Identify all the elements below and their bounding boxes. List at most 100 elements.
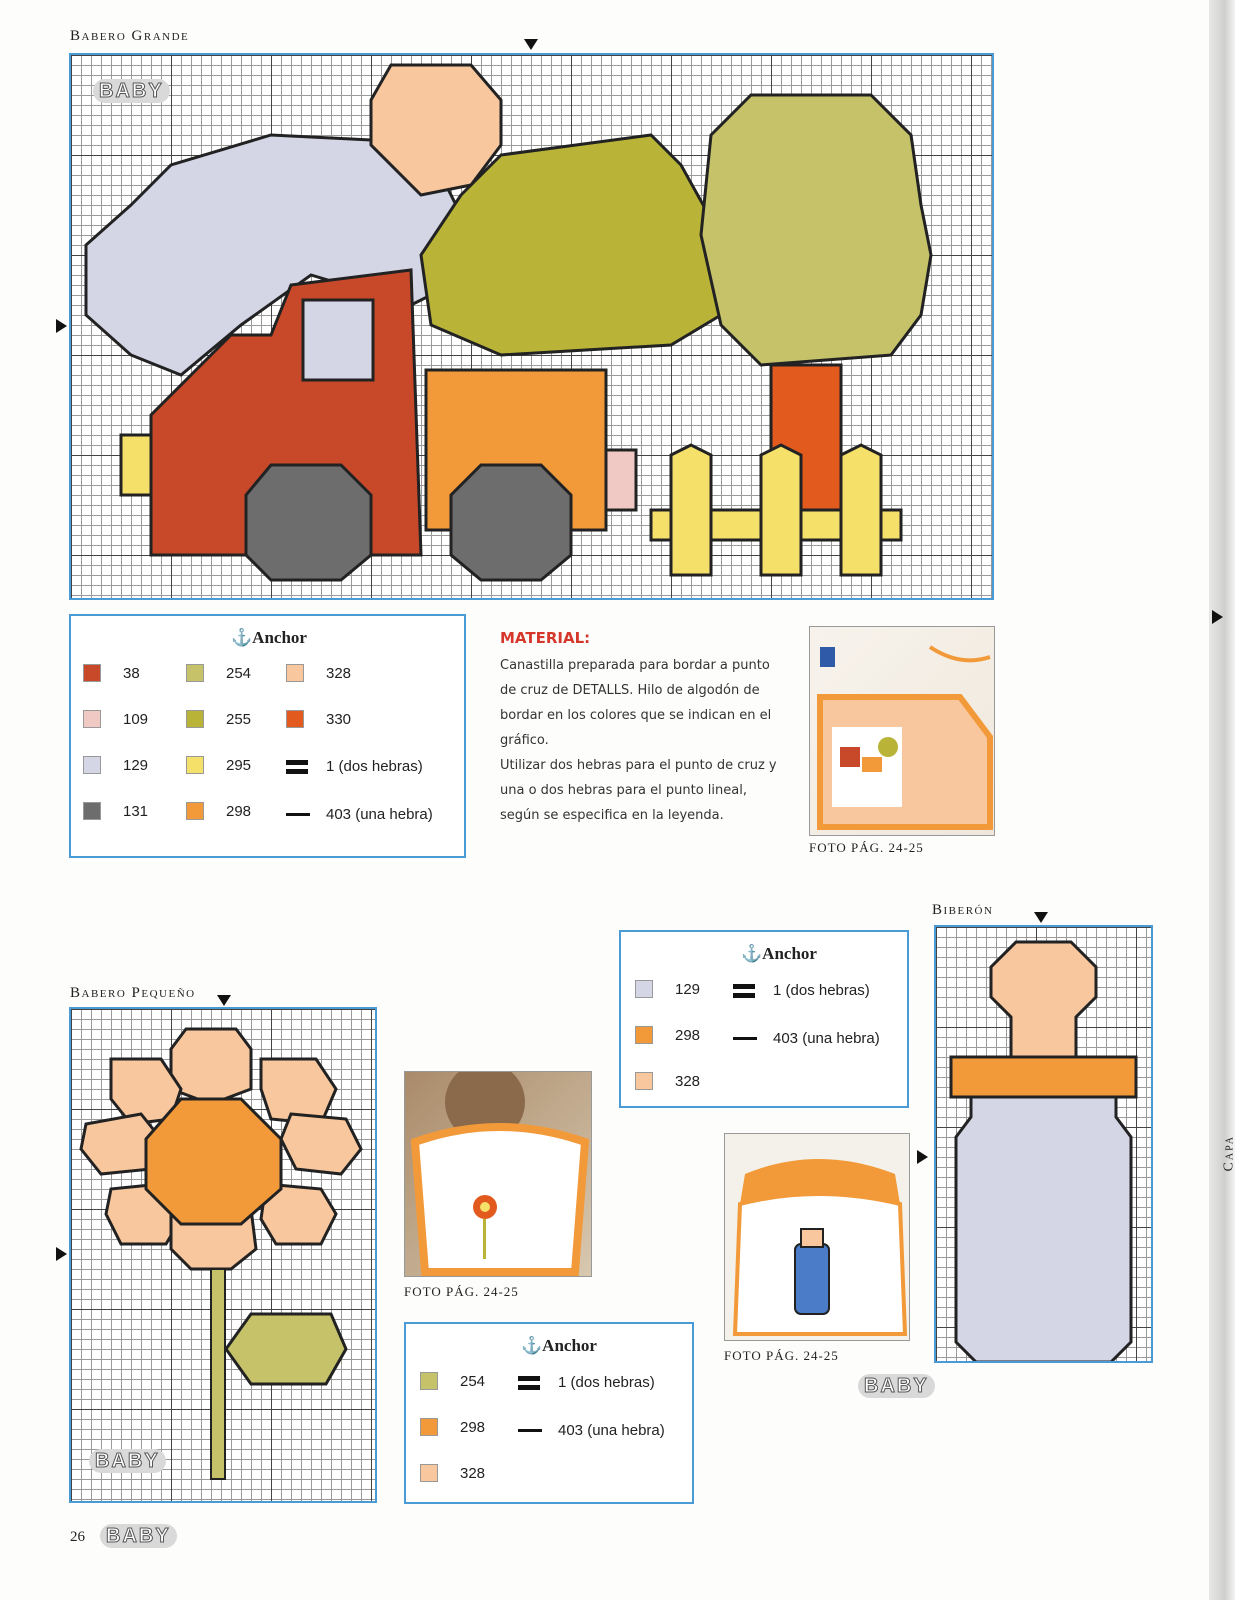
- flower-leaf: [224, 1312, 348, 1386]
- legend-biberon: ⚓Anchor 129 298 328 1 (dos hebras) 403 (…: [619, 930, 909, 1108]
- material-paragraph-2: Utilizar dos hebras para el punto de cru…: [500, 758, 777, 823]
- photo-caption-3: FOTO PÁG. 24-25: [724, 1348, 839, 1363]
- section-title-babero-grande: Babero Grande: [70, 28, 190, 44]
- baby-logo: BABY: [89, 1449, 166, 1473]
- swatch-328: [420, 1464, 438, 1482]
- legend-item: 298: [186, 802, 251, 820]
- chart-babero-pequeno-drawing: [79, 1027, 363, 1480]
- photo-bib-small: [404, 1071, 592, 1277]
- baby-logo: BABY: [858, 1374, 935, 1398]
- center-marker-top: [217, 995, 231, 1006]
- legend-item: 255: [186, 710, 251, 728]
- baby-logo-footer: BABY: [100, 1524, 177, 1548]
- side-label: Capa: [1221, 1135, 1235, 1172]
- swatch-109: [83, 710, 101, 728]
- photo-caption-1: FOTO PÁG. 24-25: [809, 840, 924, 855]
- legend-line-item: 403 (una hebra): [518, 1422, 665, 1439]
- chart-babero-grande-drawing: [84, 63, 933, 582]
- photo-bag-drawing: [732, 1159, 908, 1336]
- swatch-38: [83, 664, 101, 682]
- legend-item: 298: [420, 1418, 485, 1436]
- legend-babero-pequeno: ⚓Anchor 254 298 328 1 (dos hebras) 403 (…: [404, 1322, 694, 1504]
- bottle-nipple: [989, 940, 1098, 1059]
- legend-item: 330: [286, 710, 351, 728]
- section-title-biberon: Biberón: [932, 902, 994, 918]
- fence-post-3: [839, 443, 883, 577]
- material-title: MATERIAL:: [500, 629, 591, 647]
- wagon-hook: [604, 448, 638, 512]
- locomotive-buffer: [119, 433, 153, 497]
- photo-caption-2: FOTO PÁG. 24-25: [404, 1284, 519, 1299]
- center-marker-left: [917, 1150, 928, 1164]
- photo-bib-large: [809, 626, 995, 836]
- thin-line-swatch: [518, 1429, 542, 1432]
- legend-item: 328: [635, 1072, 700, 1090]
- flower-center: [144, 1097, 283, 1226]
- swatch-328: [635, 1072, 653, 1090]
- legend-item: 328: [420, 1464, 485, 1482]
- swatch-129: [83, 756, 101, 774]
- material-text: MATERIAL: Canastilla preparada para bord…: [500, 626, 780, 828]
- swatch-129: [635, 980, 653, 998]
- center-marker-top: [524, 39, 538, 50]
- swatch-255: [186, 710, 204, 728]
- legend-item: 109: [83, 710, 148, 728]
- thin-line-swatch: [286, 813, 310, 816]
- legend-item: 129: [83, 756, 148, 774]
- thick-line-swatch: [286, 759, 308, 774]
- legend-babero-grande: ⚓Anchor 38 109 129 131 254 255 295 298 3…: [69, 614, 466, 858]
- flower-petals: [79, 1027, 363, 1271]
- swatch-298: [186, 802, 204, 820]
- swatch-254: [186, 664, 204, 682]
- legend-item: 295: [186, 756, 251, 774]
- fence-post-2: [759, 443, 803, 577]
- legend-item: 38: [83, 664, 140, 682]
- section-title-babero-pequeno: Babero Pequeño: [70, 985, 196, 1001]
- swatch-328: [286, 664, 304, 682]
- chart-biberon: [934, 925, 1153, 1363]
- swatch-254: [420, 1372, 438, 1390]
- chart-babero-pequeno: BABY: [69, 1007, 377, 1503]
- photo-bib-large-drawing: [817, 645, 993, 830]
- locomotive-window: [301, 298, 375, 382]
- swatch-330: [286, 710, 304, 728]
- legend-item: 298: [635, 1026, 700, 1044]
- anchor-brand: ⚓Anchor: [231, 628, 307, 647]
- page-turn-marker: [1212, 610, 1223, 624]
- bottle-body: [954, 1095, 1133, 1361]
- legend-item: 328: [286, 664, 351, 682]
- page-number: 26: [70, 1529, 85, 1545]
- wheel-back: [449, 463, 573, 582]
- photo-bag: [724, 1133, 910, 1341]
- chart-babero-grande: BABY: [69, 53, 994, 600]
- thick-line-swatch: [518, 1375, 540, 1390]
- legend-line-item: 1 (dos hebras): [733, 982, 870, 999]
- thick-line-swatch: [733, 983, 755, 998]
- anchor-brand: ⚓Anchor: [521, 1336, 597, 1355]
- legend-item: 254: [420, 1372, 485, 1390]
- anchor-brand: ⚓Anchor: [741, 944, 817, 963]
- swatch-131: [83, 802, 101, 820]
- fence-post-1: [669, 443, 713, 577]
- legend-item: 131: [83, 802, 148, 820]
- photo-bib-small-drawing: [410, 1072, 590, 1276]
- baby-logo: BABY: [93, 79, 170, 103]
- center-marker-left: [56, 319, 67, 333]
- swatch-298: [635, 1026, 653, 1044]
- legend-item: 129: [635, 980, 700, 998]
- legend-line-item: 1 (dos hebras): [286, 758, 423, 775]
- center-marker-left: [56, 1247, 67, 1261]
- flower-stem: [210, 1268, 226, 1480]
- tree-right-crown: [699, 93, 933, 367]
- page-edge: [1209, 0, 1235, 1600]
- bottle-ring: [949, 1055, 1138, 1099]
- legend-line-item: 403 (una hebra): [286, 806, 433, 823]
- wheel-front: [244, 463, 373, 582]
- legend-line-item: 1 (dos hebras): [518, 1374, 655, 1391]
- material-paragraph-1: Canastilla preparada para bordar a punto…: [500, 658, 772, 748]
- sun-shape: [369, 63, 503, 197]
- chart-biberon-drawing: [949, 940, 1138, 1361]
- swatch-298: [420, 1418, 438, 1436]
- center-marker-top: [1034, 912, 1048, 923]
- swatch-295: [186, 756, 204, 774]
